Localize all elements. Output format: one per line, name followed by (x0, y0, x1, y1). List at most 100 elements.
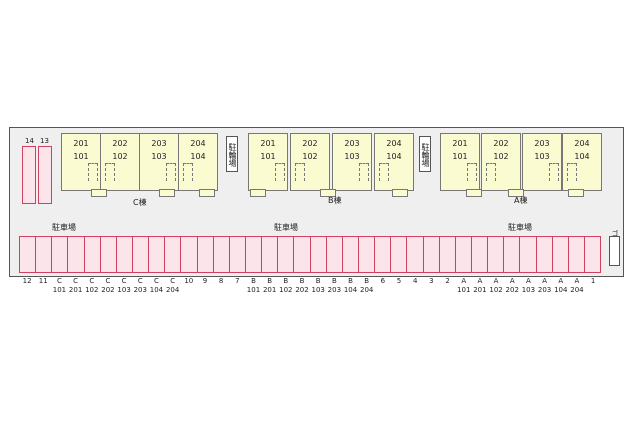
space-number-line: 10 (184, 277, 194, 285)
space-number-line: B (299, 277, 305, 285)
parking-label: 駐車場 (508, 223, 532, 232)
parking-label: 駐車場 (274, 223, 298, 232)
parking-space (117, 237, 133, 272)
unit: 204 104 (178, 133, 218, 191)
parking-space (165, 237, 182, 272)
space-number-13: 13 (40, 137, 49, 145)
space-number-line: 202 (295, 286, 309, 294)
space-number-line: A (493, 277, 499, 285)
parking-space (278, 237, 295, 272)
space-number-line: 4 (412, 277, 418, 285)
garbage-area (609, 236, 620, 266)
space-number-line: 102 (279, 286, 293, 294)
space-number: 9 (197, 277, 213, 295)
space-number: 4 (407, 277, 423, 295)
space-number-line: 201 (262, 286, 277, 294)
space-number-line: C (73, 277, 79, 285)
space-number-line: B (315, 277, 321, 285)
parking-space (391, 237, 408, 272)
space-number-line: C (121, 277, 127, 285)
unit-number: 204 (574, 139, 590, 148)
space-number-line: A (558, 277, 564, 285)
unit: 202 102 (100, 133, 140, 191)
space-number-line: 3 (429, 277, 434, 285)
space-number-line: 102 (85, 286, 99, 294)
unit-number: 104 (386, 152, 402, 161)
space-number: 5 (391, 277, 407, 295)
unit-number: 204 (386, 139, 402, 148)
space-number-line: 9 (202, 277, 208, 285)
parking-space (214, 237, 230, 272)
unit: 203 103 (139, 133, 179, 191)
parking-space (52, 237, 69, 272)
unit-number: 103 (534, 152, 550, 161)
space-number-line: 1 (590, 277, 596, 285)
unit-number: 101 (260, 152, 276, 161)
building-name: C棟 (133, 198, 147, 207)
space-number: 11 (35, 277, 51, 295)
parking-space (520, 237, 537, 272)
unit: 203 103 (522, 133, 562, 191)
parking-space (585, 237, 600, 272)
space-number: 12 (19, 277, 35, 295)
space-number-line: B (331, 277, 337, 285)
space-number: 7 (229, 277, 245, 295)
parking-space (246, 237, 263, 272)
building-name: B棟 (328, 196, 342, 205)
unit: 202 102 (481, 133, 521, 191)
space-number-14: 14 (25, 137, 34, 145)
unit-number: 202 (302, 139, 318, 148)
unit-number: 202 (493, 139, 509, 148)
space-number-line: 204 (165, 286, 180, 294)
building-name: A棟 (514, 196, 528, 205)
space-number-line: C (56, 277, 62, 285)
parking-space (569, 237, 585, 272)
unit-number: 201 (73, 139, 89, 148)
parking-space (440, 237, 456, 272)
bike-parking: 駐輪場 (226, 136, 238, 172)
space-number-line: 201 (473, 286, 487, 294)
unit: 201 101 (61, 133, 101, 191)
space-number: 3 (423, 277, 439, 295)
space-number-line: 203 (327, 286, 342, 294)
unit-number: 101 (452, 152, 468, 161)
unit-number: 203 (151, 139, 167, 148)
space-number-line: 11 (38, 277, 48, 285)
space-number-line: 104 (343, 286, 358, 294)
building-c: 201 101 202 102 203 103 204 104 C棟 (61, 133, 227, 207)
space-number-line: 101 (457, 286, 471, 294)
unit-number: 103 (344, 152, 360, 161)
space-number-line: B (267, 277, 273, 285)
space-number-line: 203 (133, 286, 147, 294)
space-number-line: 101 (52, 286, 67, 294)
parking-space-13 (38, 146, 52, 204)
unit: 201 101 (248, 133, 288, 191)
unit-number: 104 (190, 152, 206, 161)
parking-space (488, 237, 505, 272)
unit: 202 102 (290, 133, 330, 191)
parking-space (424, 237, 440, 272)
parking-space (181, 237, 198, 272)
parking-space (101, 237, 117, 272)
parking-space (359, 237, 376, 272)
space-number-line: A (574, 277, 580, 285)
unit-number: 204 (190, 139, 206, 148)
unit: 204 104 (562, 133, 602, 191)
space-number-line: B (348, 277, 353, 285)
parking-space (537, 237, 553, 272)
parking-space-row (19, 236, 601, 273)
space-number-line: A (509, 277, 515, 285)
building-b: 201 101 202 102 203 103 204 104 B棟 (248, 133, 414, 205)
